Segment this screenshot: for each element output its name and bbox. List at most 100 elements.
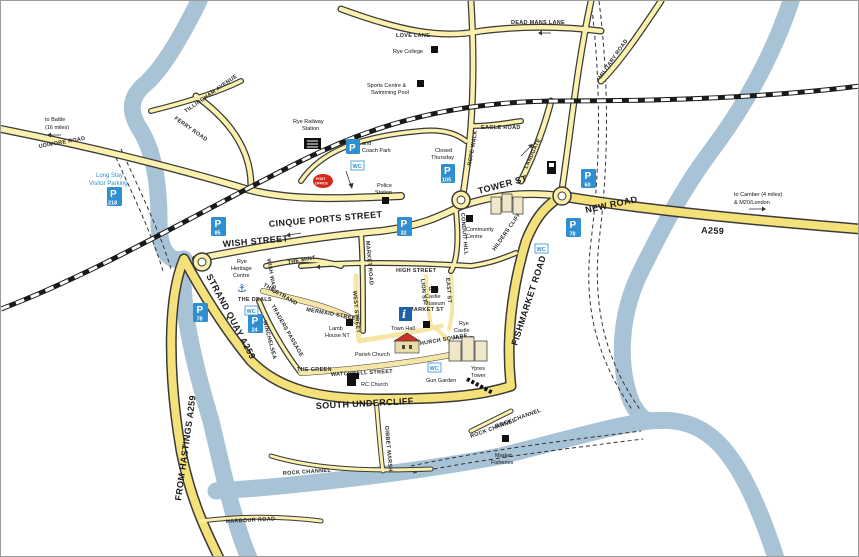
parking-icon <box>566 218 581 237</box>
ypres-label-1: Ypres <box>471 366 485 372</box>
castle-museum-b-label-1: Rye <box>459 321 469 327</box>
svg-text:P: P <box>570 220 577 231</box>
label-lion-street: LION ST <box>419 279 427 304</box>
from-hastings-road <box>167 255 223 556</box>
railway-label-1: Rye Railway <box>293 119 324 125</box>
wc-police: WC <box>350 160 365 171</box>
military-road <box>598 1 664 84</box>
community-centre-marker <box>466 215 473 222</box>
directions: to Battle (16 miles) to Camber (4 miles)… <box>45 30 782 212</box>
lamb-house-label-1: Lamb <box>329 326 343 332</box>
track-east-1 <box>588 1 634 412</box>
svg-text:60: 60 <box>585 183 591 189</box>
castle-museum-a-label-3: Museum <box>424 301 446 307</box>
lamb-house-label-2: House NT <box>325 333 350 339</box>
west-street-road <box>353 273 362 344</box>
label-conduit-hill: CONDUIT HILL <box>459 213 469 256</box>
parking-78-east: P 78 <box>566 218 581 238</box>
label-high-street: HIGH STREET <box>396 268 437 274</box>
battle-line-2: (16 miles) <box>45 125 69 131</box>
label-military-road: MILITARY ROAD <box>598 38 630 80</box>
rye-college-label: Rye College <box>393 49 423 55</box>
town-hall-label: Town Hall <box>391 326 415 332</box>
heritage-label-1: Rye <box>237 259 247 265</box>
railway <box>1 83 858 312</box>
ypres-tower-icon <box>448 336 488 362</box>
label-the-mint: THE MINT <box>287 255 316 266</box>
police-label-2: Station <box>375 190 392 196</box>
label-landgate: LANDGATE <box>523 138 542 170</box>
rc-church-icon <box>347 373 359 386</box>
castle-museum-a-label-2: Castle <box>425 294 441 300</box>
track-east-2 <box>596 1 642 412</box>
market-fisheries-label-1: Market <box>495 453 512 459</box>
market-fisheries-marker <box>502 435 509 442</box>
wc-new-road: WC <box>534 243 549 254</box>
wc-icon <box>350 160 365 171</box>
label-the-deals: THE DEALS <box>238 297 272 303</box>
parking-85: P 85 <box>211 217 226 237</box>
market-fisheries-label-2: Fisheries <box>491 460 514 466</box>
parking-32: P 32 <box>397 217 412 237</box>
label-hilders-cliff: HILDERS CLIFF <box>492 211 523 252</box>
points-of-interest: Rye College Sports Centre & Swimming Poo… <box>231 46 556 466</box>
svg-text:P: P <box>252 316 259 327</box>
svg-text:POST: POST <box>316 177 326 181</box>
label-market-road: MARKET ROAD <box>364 241 374 286</box>
parking-icon <box>397 217 412 236</box>
heritage-label-2: Heritage <box>231 266 252 272</box>
castle-museum-b-label-2: Castle <box>454 328 470 334</box>
harbour-road <box>199 515 323 523</box>
lamb-house-marker <box>346 319 353 326</box>
strand-inner-road <box>257 299 303 375</box>
svg-text:32: 32 <box>401 231 407 237</box>
track-south-2 <box>412 438 644 474</box>
wc-icon <box>244 305 259 316</box>
railway-station-icon <box>304 138 321 149</box>
label-ferry-road: FERRY ROAD <box>173 116 208 143</box>
love-lane-road <box>338 6 484 37</box>
svg-text:OFFICE: OFFICE <box>315 182 328 186</box>
east-street-road <box>447 274 455 331</box>
svg-text:WC: WC <box>247 309 256 315</box>
label-harbour-road: HARBOUR ROAD <box>226 516 276 525</box>
landgate-road <box>518 98 554 184</box>
river-rother-bottom <box>207 411 785 556</box>
visitor-parking-line-1: Long Stay <box>96 173 123 179</box>
parking-icon <box>441 164 455 183</box>
community-centre-label-2: Centre <box>466 234 483 240</box>
camber-line-1: to Camber (4 miles) <box>734 192 782 198</box>
parking-icon <box>581 169 596 188</box>
one-way-arrows <box>286 144 533 270</box>
label-east-street: EAST ST <box>444 278 452 304</box>
track-west-1 <box>112 150 164 272</box>
ferry-road <box>193 93 254 189</box>
svg-text:P: P <box>349 143 356 154</box>
parking-105: P 105 <box>441 164 455 184</box>
svg-text:78: 78 <box>570 232 576 238</box>
post-office-icon <box>313 174 333 188</box>
parking-signs: P P 105 P 60 P 85 P 32 P 78 P <box>193 139 596 334</box>
the-mint-road <box>264 258 343 268</box>
track-west-2 <box>120 148 172 270</box>
market-road <box>359 231 365 333</box>
closed-label-1: Closed <box>435 148 452 154</box>
toilets: WC WC WC WC <box>244 160 549 373</box>
closed-label-2: Thursday <box>431 155 454 161</box>
coach-park-label-2: Coach Park <box>362 148 391 154</box>
railway-label-2: Station <box>302 126 319 132</box>
svg-text:85: 85 <box>215 231 221 237</box>
label-eagle-road: EAGLE ROAD <box>481 125 521 131</box>
wc-icon <box>427 362 442 373</box>
label-winchelsea: WINCHELSEA <box>261 320 277 360</box>
wc-deals: WC <box>244 305 259 316</box>
gun-garden-label: Gun Garden <box>426 378 456 384</box>
anchor-icon: ⚓ <box>237 282 247 295</box>
conduit-hill-road <box>449 209 460 273</box>
battle-line-1: to Battle <box>45 117 65 123</box>
strand-quay-road <box>180 255 255 365</box>
parking-218-number: 218 <box>108 201 117 207</box>
coach-park-label-1: and <box>362 141 371 147</box>
wc-church: WC <box>427 362 442 373</box>
